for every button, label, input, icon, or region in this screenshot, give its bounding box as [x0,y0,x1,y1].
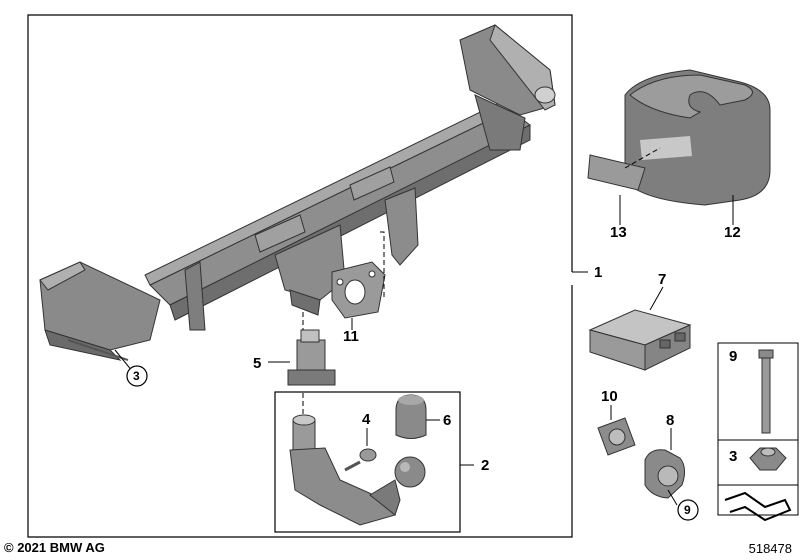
protective-cap [395,394,427,439]
ball-neck [289,414,426,526]
parts-table [717,342,799,522]
screw-4 [344,448,377,472]
packaging-symbol [724,491,792,522]
callout-5: 5 [253,355,261,372]
ball-receptacle [287,329,336,386]
callout-6: 6 [443,412,451,429]
callout-9-table: 9 [729,348,737,365]
callout-3-left: 3 [133,369,140,383]
socket-10 [597,417,636,456]
callout-13: 13 [610,224,627,241]
copyright-text: © 2021 BMW AG [4,540,105,555]
callout-3-table: 3 [729,448,737,465]
callout-11: 11 [343,328,359,345]
towbar-crossbeam [39,24,556,361]
drawing-number: 518478 [748,541,792,556]
callout-2: 2 [481,457,489,474]
callout-7: 7 [658,271,666,288]
ball-neck-frame [274,391,461,533]
assembly-frame [27,14,573,538]
callout-1: 1 [594,264,602,281]
nut-3 [749,447,787,471]
control-unit [588,309,692,371]
callout-12: 12 [724,224,741,241]
label-sticker [587,154,646,191]
gasket [331,261,386,319]
socket-8 [644,449,686,499]
callout-8: 8 [666,412,674,429]
cover [624,69,771,206]
bolt-9 [758,349,774,434]
callout-10: 10 [601,388,618,405]
callout-4: 4 [362,411,371,428]
callout-9-circle: 9 [684,503,691,517]
